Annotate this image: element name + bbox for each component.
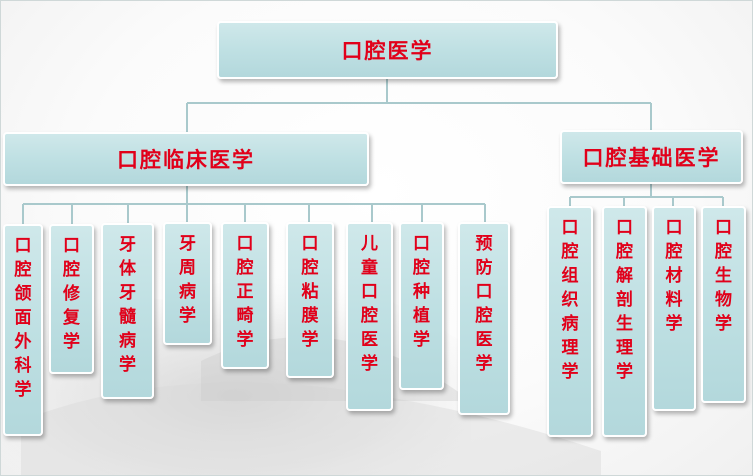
leaf-node: 口腔生物学 bbox=[701, 206, 746, 403]
leaf-node-label: 口腔组织病理学 bbox=[561, 218, 579, 382]
branch-node-clinical: 口腔临床医学 bbox=[3, 132, 369, 186]
leaf-node: 口腔修复学 bbox=[49, 224, 94, 374]
leaf-node: 口腔材料学 bbox=[652, 206, 696, 411]
leaf-node: 牙体牙髓病学 bbox=[101, 223, 154, 399]
leaf-node: 口腔正畸学 bbox=[221, 222, 269, 369]
leaf-node: 口腔粘膜学 bbox=[286, 222, 334, 378]
branch-node-basic: 口腔基础医学 bbox=[560, 130, 743, 184]
leaf-node-label: 儿童口腔医学 bbox=[361, 234, 378, 374]
leaf-node: 口腔种植学 bbox=[399, 222, 444, 390]
leaf-node-label: 口腔粘膜学 bbox=[301, 234, 319, 350]
leaf-node: 口腔解剖生理学 bbox=[602, 206, 647, 437]
leaf-node-label: 牙体牙髓病学 bbox=[119, 235, 136, 375]
leaf-node-label: 口腔修复学 bbox=[63, 236, 80, 352]
root-node: 口腔医学 bbox=[217, 21, 558, 79]
branch-node-label: 口腔基础医学 bbox=[582, 145, 721, 170]
leaf-node-label: 牙周病学 bbox=[179, 234, 196, 326]
leaf-node-label: 口腔种植学 bbox=[413, 234, 430, 350]
branch-node-label: 口腔临床医学 bbox=[117, 147, 255, 172]
leaf-node-label: 口腔生物学 bbox=[715, 218, 732, 334]
leaf-node: 口腔颌面外科学 bbox=[3, 224, 43, 436]
leaf-node-label: 口腔正畸学 bbox=[236, 234, 254, 350]
leaf-node-label: 口腔颌面外科学 bbox=[14, 236, 32, 400]
leaf-node-label: 口腔材料学 bbox=[665, 218, 683, 334]
root-node-label: 口腔医学 bbox=[341, 38, 434, 63]
leaf-node: 儿童口腔医学 bbox=[346, 222, 393, 411]
leaf-node: 预防口腔医学 bbox=[458, 222, 510, 415]
leaf-node-label: 预防口腔医学 bbox=[475, 234, 493, 374]
leaf-node: 口腔组织病理学 bbox=[547, 206, 593, 437]
leaf-node: 牙周病学 bbox=[163, 222, 212, 345]
leaf-node-label: 口腔解剖生理学 bbox=[616, 218, 633, 382]
